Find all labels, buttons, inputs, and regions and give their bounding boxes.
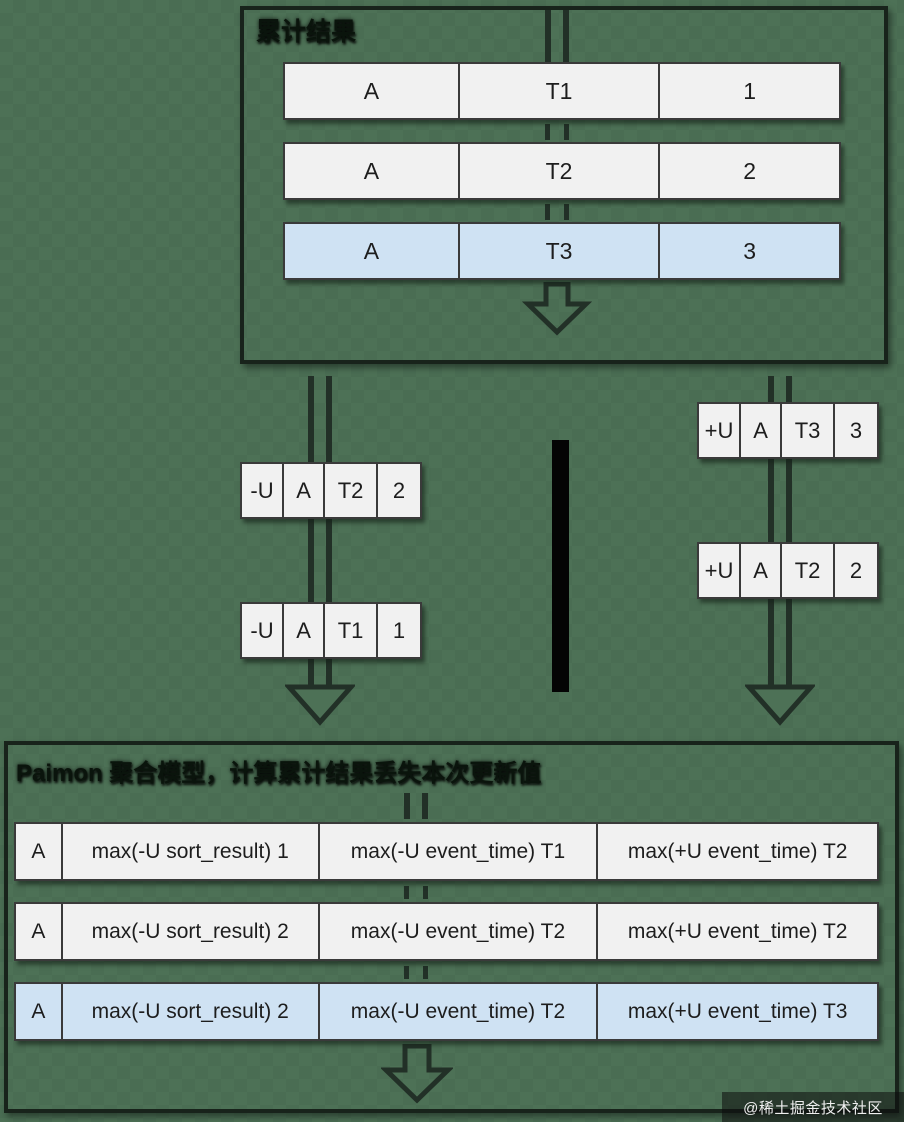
retract-record-row: -U A T2 2	[240, 462, 422, 519]
table-cell: max(+U event_time) T2	[627, 919, 848, 943]
table-cell: A	[285, 144, 460, 198]
source-panel	[240, 6, 888, 364]
retract-record-row: -U A T1 1	[240, 602, 422, 659]
table-cell: -U	[242, 464, 285, 517]
divider-bar	[552, 440, 569, 692]
table-cell: max(-U event_time) T2	[320, 984, 599, 1039]
table-cell: T3	[460, 224, 661, 278]
table-cell: T3	[782, 404, 835, 457]
table-cell: T1	[460, 64, 661, 118]
table-cell: 3	[849, 417, 863, 443]
table-cell: +U	[699, 404, 742, 457]
down-arrow-icon	[381, 1044, 453, 1104]
down-arrow-shaft-icon	[545, 10, 569, 62]
watermark-badge: @稀土掘金技术社区	[722, 1092, 904, 1122]
table-cell: A	[16, 984, 63, 1039]
table-cell: max(-U sort_result) 2	[63, 984, 320, 1039]
table-cell: T1	[325, 604, 378, 657]
source-table-row: A T1 1	[283, 62, 841, 120]
source-table-row-highlighted: A T3 3	[283, 222, 841, 280]
table-cell: max(-U sort_result) 2	[63, 904, 320, 959]
down-arrow-icon	[522, 282, 592, 336]
table-cell: T2	[782, 544, 835, 597]
table-cell: A	[284, 464, 326, 517]
table-cell: A	[16, 824, 63, 879]
source-panel-title: 累计结果	[256, 18, 357, 46]
table-cell: A	[285, 224, 460, 278]
table-cell: A	[285, 64, 460, 118]
table-cell: +U	[699, 544, 742, 597]
down-arrow-shaft-icon	[768, 376, 792, 688]
table-cell: A	[16, 904, 63, 959]
watermark-text: @稀土掘金技术社区	[743, 1099, 883, 1117]
table-cell: max(+U event_time) T2	[627, 839, 848, 863]
result-table-row: A max(-U sort_result) 2 max(-U event_tim…	[14, 902, 879, 961]
down-arrowhead-icon	[285, 684, 355, 726]
down-arrow-shaft-icon	[308, 376, 332, 688]
table-cell: max(-U event_time) T1	[320, 824, 599, 879]
table-cell: -U	[242, 604, 285, 657]
table-cell: 3	[743, 237, 757, 264]
table-cell: max(+U event_time) T3	[627, 999, 848, 1023]
table-cell: max(-U sort_result) 1	[63, 824, 320, 879]
table-cell: 1	[743, 77, 757, 104]
table-cell: 2	[392, 477, 406, 503]
dashed-arrow-segment-icon	[545, 204, 569, 220]
dashed-arrow-segment-icon	[545, 124, 569, 140]
upsert-record-row: +U A T3 3	[697, 402, 879, 459]
result-table-row-highlighted: A max(-U sort_result) 2 max(-U event_tim…	[14, 982, 879, 1041]
dashed-arrow-segment-icon	[404, 966, 428, 979]
table-cell: A	[741, 544, 783, 597]
result-table-row: A max(-U sort_result) 1 max(-U event_tim…	[14, 822, 879, 881]
down-arrowhead-icon	[745, 684, 815, 726]
source-table-row: A T2 2	[283, 142, 841, 200]
table-cell: 1	[392, 617, 406, 643]
table-cell: 2	[743, 157, 757, 184]
table-cell: T2	[460, 144, 661, 198]
result-panel-title: Paimon 聚合模型，计算累计结果丢失本次更新值	[16, 760, 542, 787]
result-panel	[4, 741, 899, 1113]
table-cell: 2	[849, 557, 863, 583]
table-cell: A	[741, 404, 783, 457]
table-cell: T2	[325, 464, 378, 517]
dashed-arrow-segment-icon	[404, 886, 428, 899]
down-arrow-shaft-icon	[404, 793, 428, 819]
table-cell: max(-U event_time) T2	[320, 904, 599, 959]
upsert-record-row: +U A T2 2	[697, 542, 879, 599]
table-cell: A	[284, 604, 326, 657]
